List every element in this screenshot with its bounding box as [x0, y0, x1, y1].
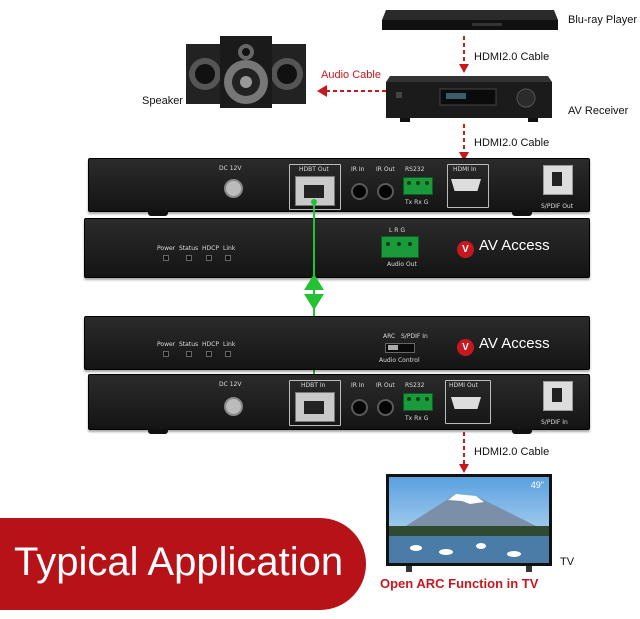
bluray-label: Blu-ray Player: [568, 14, 638, 26]
tx-spdif-label: S/PDIF Out: [541, 203, 574, 210]
rx-hdbt-label: HDBT In: [301, 382, 326, 389]
television: 49": [386, 474, 552, 574]
tx-dc-port: [224, 179, 243, 198]
tx-led-label-power: Power: [157, 245, 176, 252]
tx-led-label-link: Link: [223, 245, 236, 252]
brand-mark-icon: V: [457, 339, 474, 356]
tx-ir-out-label: IR Out: [376, 166, 395, 173]
rx-rs232-terminal: [403, 393, 433, 411]
rx-rear-foot-r: [512, 429, 532, 434]
speaker: [184, 36, 308, 110]
tx-rs232-label: RS232: [405, 166, 425, 173]
rx-hdmi-box: [445, 380, 491, 424]
audio-cable-label: Audio Cable: [321, 69, 381, 81]
rx-ir-in-label: IR In: [351, 382, 365, 389]
tx-rear-foot-r: [512, 211, 532, 216]
tx-hdmi-port: [451, 179, 481, 191]
rx-rs232-label: RS232: [405, 382, 425, 389]
tx-audio-out-label: Audio Out: [387, 261, 417, 268]
rx-dc-port: [224, 397, 243, 416]
rx-led-label-link: Link: [223, 341, 236, 348]
rx-hdmi-port: [451, 397, 481, 409]
hdmi-arrow-3: [459, 432, 469, 473]
tx-ir-in-port: [351, 183, 368, 200]
receiver-front-panel: Power Status HDCP Link ARC S/PDIF In Aud…: [84, 316, 590, 370]
tx-rear-foot-l: [148, 211, 168, 216]
rx-txrxg-label: Tx Rx G: [405, 415, 429, 422]
rx-audio-control-label: Audio Control: [379, 357, 420, 364]
tx-hdbt-port: [295, 176, 335, 206]
hdmi-cable-label-1: HDMI2.0 Cable: [474, 51, 550, 63]
tx-spdif-port: [543, 165, 573, 195]
tx-led-power: [163, 255, 169, 261]
tx-rs232-terminal: [403, 177, 433, 195]
tx-led-label-status: Status: [179, 245, 199, 252]
receiver-rear-panel: DC 12V HDBT In IR In IR Out RS232 Tx Rx …: [88, 374, 590, 430]
rx-led-label-status: Status: [179, 341, 199, 348]
rx-led-link: [225, 351, 231, 357]
rx-spdif-label: S/PDIF In: [541, 419, 568, 426]
transmitter-front-panel: Power Status HDCP Link L R G Audio Out V…: [84, 218, 590, 278]
rx-spdif-port: [543, 381, 573, 411]
rx-spdif-in-label: S/PDIF In: [401, 333, 428, 340]
tx-led-label-hdcp: HDCP: [202, 245, 219, 252]
rx-ir-out-label: IR Out: [376, 382, 395, 389]
rx-dc-label: DC 12V: [219, 381, 242, 388]
rx-led-hdcp: [206, 351, 212, 357]
rx-ir-out-port: [377, 399, 394, 416]
tv-size-badge: 49": [530, 480, 544, 490]
rx-led-label-power: Power: [157, 341, 176, 348]
typical-application-banner: Typical Application: [0, 518, 366, 610]
tx-brand-logo: V AV Access: [457, 237, 550, 258]
rx-led-status: [186, 351, 192, 357]
tx-hdbt-label: HDBT Out: [299, 166, 329, 173]
tx-hdmi-label: HDMI In: [453, 166, 477, 173]
tx-ir-in-label: IR In: [351, 166, 365, 173]
tx-audio-terminal: [381, 236, 419, 258]
transmitter-rear-panel: DC 12V HDBT Out IR In IR Out RS232 Tx Rx…: [88, 158, 590, 212]
hdmi-cable-label-3: HDMI2.0 Cable: [474, 446, 550, 458]
hdmi-cable-label-2: HDMI2.0 Cable: [474, 137, 550, 149]
rx-arc-label: ARC: [383, 333, 396, 340]
rx-hdmi-label: HDMI Out: [449, 382, 478, 389]
rx-brand-logo: V AV Access: [457, 335, 550, 356]
arc-caption: Open ARC Function in TV: [380, 576, 539, 591]
tx-dc-label: DC 12V: [219, 165, 242, 172]
tv-label: TV: [560, 556, 575, 568]
tx-hdmi-box: [447, 164, 489, 208]
rx-hdbt-port: [295, 392, 335, 422]
speaker-label: Speaker: [142, 95, 183, 107]
hdmi-arrow-2: [459, 124, 469, 161]
tx-txrxg-label: Tx Rx G: [405, 199, 429, 206]
audio-arrow: [317, 85, 386, 97]
banner-title: Typical Application: [14, 540, 344, 584]
rx-rear-foot-l: [148, 429, 168, 434]
rx-arc-switch[interactable]: [385, 343, 415, 353]
tx-led-hdcp: [206, 255, 212, 261]
tx-led-link: [225, 255, 231, 261]
tx-ir-out-port: [377, 183, 394, 200]
hdmi-arrow-1: [459, 36, 469, 73]
rx-hdbt-box: [289, 380, 341, 426]
rx-brand-text: AV Access: [479, 335, 550, 352]
av-receiver: [386, 74, 552, 122]
brand-mark-icon: V: [457, 241, 474, 258]
tx-led-status: [186, 255, 192, 261]
rx-led-power: [163, 351, 169, 357]
bluray-player: [380, 6, 560, 34]
tx-brand-text: AV Access: [479, 237, 550, 254]
tx-lrg-label: L R G: [389, 227, 405, 234]
rx-ir-in-port: [351, 399, 368, 416]
rx-led-label-hdcp: HDCP: [202, 341, 219, 348]
avr-label: AV Receiver: [568, 105, 629, 117]
